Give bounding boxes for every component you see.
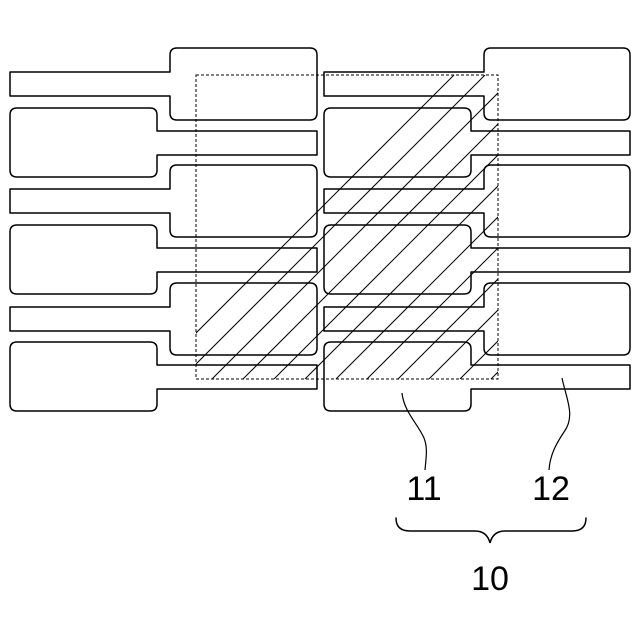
leader-line-12 bbox=[549, 378, 570, 470]
curly-brace bbox=[396, 518, 586, 543]
label-11: 11 bbox=[406, 470, 441, 508]
label-10: 10 bbox=[471, 560, 509, 598]
label-12: 12 bbox=[532, 470, 570, 508]
